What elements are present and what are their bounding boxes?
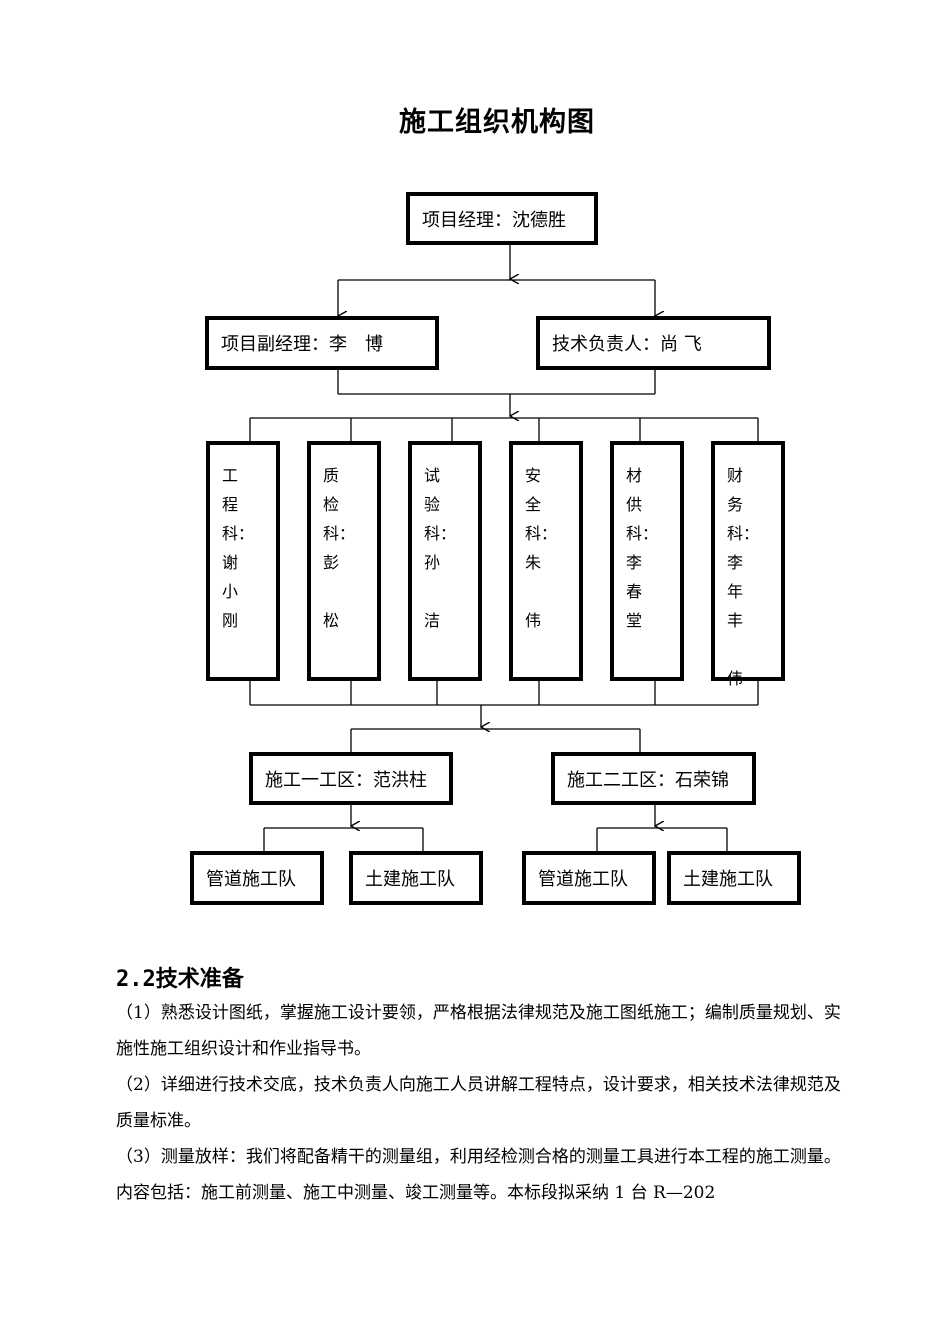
department-label: 试 验 科： 孙 洁 [424,466,457,630]
zone-2-label: 施工二工区：石荣锦 [567,769,729,791]
department-box-materials: 材 供 科： 李 春 堂 [610,441,684,681]
department-box-testing: 试 验 科： 孙 洁 [408,441,482,681]
project-manager-box: 项目经理：沈德胜 [406,192,598,245]
team-box: 管道施工队 [190,851,324,905]
team-label: 土建施工队 [365,869,455,890]
team-box: 土建施工队 [667,851,801,905]
zone-1-box: 施工一工区：范洪柱 [249,752,453,805]
department-label: 工 程 科： 谢 小 刚 [222,466,255,630]
team-label: 管道施工队 [538,869,628,890]
zone-2-box: 施工二工区：石荣锦 [551,752,756,805]
paragraph: （3）测量放样：我们将配备精干的测量组，利用经检测合格的测量工具进行本工程的施工… [116,1147,841,1203]
section-number: 2.2 [116,967,156,992]
department-box-finance: 财 务 科： 李 年 丰 伟 [711,441,785,688]
team-box: 土建施工队 [349,851,483,905]
department-label: 质 检 科： 彭 松 [323,466,356,630]
paragraph: （1）熟悉设计图纸，掌握施工设计要领，严格根据法律规范及施工图纸施工；编制质量规… [116,1003,841,1059]
team-label: 管道施工队 [206,869,296,890]
paragraph: （2）详细进行技术交底，技术负责人向施工人员讲解工程特点，设计要求，相关技术法律… [116,1075,841,1131]
department-label: 安 全 科： 朱 伟 [525,466,558,630]
section-heading: 2.2技术准备 [116,961,244,993]
page-title: 施工组织机构图 [399,107,595,138]
team-label: 土建施工队 [683,869,773,890]
project-manager-label: 项目经理：沈德胜 [422,209,566,231]
department-box-quality: 质 检 科： 彭 松 [307,441,381,681]
department-label: 财 务 科： 李 年 丰 伟 [727,466,760,688]
deputy-manager-box: 项目副经理：李 博 [205,316,439,370]
technical-lead-label: 技术负责人：尚 飞 [552,334,702,355]
department-box-safety: 安 全 科： 朱 伟 [509,441,583,681]
deputy-manager-label: 项目副经理：李 博 [221,334,383,355]
technical-lead-box: 技术负责人：尚 飞 [536,316,771,370]
department-label: 材 供 科： 李 春 堂 [626,466,659,630]
team-box: 管道施工队 [522,851,656,905]
department-box-engineering: 工 程 科： 谢 小 刚 [206,441,280,681]
section-heading-text: 技术准备 [155,966,244,992]
zone-1-label: 施工一工区：范洪柱 [265,769,427,791]
